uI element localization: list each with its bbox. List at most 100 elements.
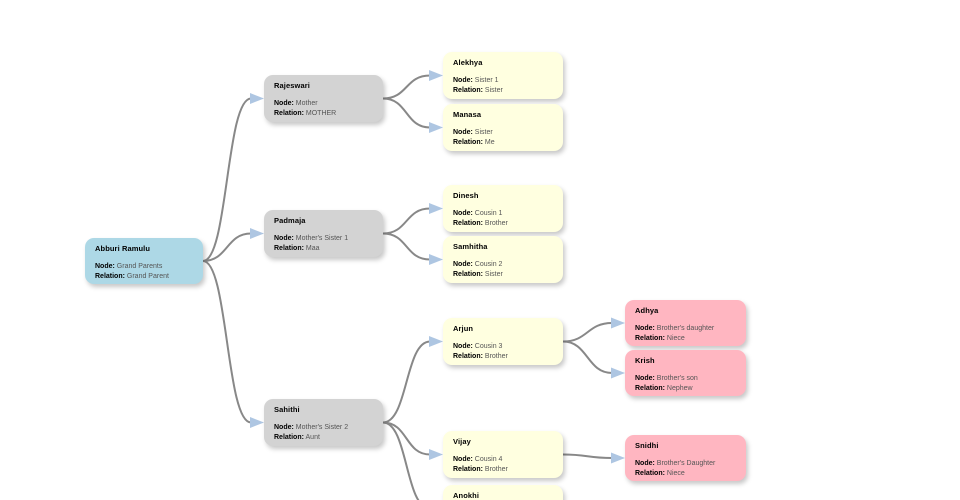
node-value: Brother's Daughter (656, 460, 716, 467)
node-node-line: Node: Sister (453, 128, 553, 138)
node-title: Abburi Ramulu (95, 244, 151, 253)
node-label: Node: (274, 424, 294, 431)
node-title: Samhitha (453, 242, 488, 251)
node-label: Node: (274, 235, 294, 242)
node-value: Brother's daughter (656, 325, 715, 332)
relation-label: Relation: (635, 469, 665, 477)
node-node-line: Node: Cousin 4 (453, 455, 553, 465)
relation-value: Niece (666, 334, 685, 342)
node-title: Sahithi (274, 405, 300, 414)
edge-sahithi-vijay (382, 421, 431, 456)
edge-padmaja-dinesh (382, 207, 431, 235)
edge-arrow-icon (429, 70, 443, 81)
edge-arjun-adhya (562, 322, 613, 343)
node-relation-line: Relation: Brother (453, 219, 553, 229)
relation-label: Relation: (453, 270, 483, 278)
relation-value: Brother (484, 465, 508, 473)
relation-label: Relation: (453, 219, 483, 227)
edge-arrow-icon (429, 449, 443, 460)
node-value: Brother's son (656, 375, 698, 382)
relation-value: Sister (484, 270, 503, 278)
node-relation-line: Relation: MOTHER (274, 109, 373, 119)
node-node-line: Node: Brother's Daughter (635, 459, 736, 469)
node-value: Cousin 2 (474, 261, 503, 268)
relation-value: MOTHER (305, 109, 337, 117)
node-value: Cousin 1 (474, 210, 503, 217)
relation-label: Relation: (635, 334, 665, 342)
relation-value: Grand Parent (126, 272, 169, 280)
relation-value: Maa (305, 244, 320, 252)
edge-arrow-icon (611, 367, 625, 379)
relation-value: Brother (484, 219, 508, 227)
edge-arjun-krish (562, 340, 613, 374)
node-title: Manasa (453, 110, 482, 119)
tree-node-anokhi[interactable]: Anokhi (443, 485, 563, 500)
edge-arrow-icon (429, 336, 443, 347)
edge-abburi-rajeswari (202, 97, 252, 262)
node-relation-line: Relation: Maa (274, 244, 373, 254)
edge-arrow-icon (429, 203, 443, 214)
node-value: Mother (295, 100, 318, 107)
node-node-line: Node: Mother's Sister 2 (274, 423, 373, 433)
relation-label: Relation: (274, 109, 304, 117)
node-node-line: Node: Cousin 1 (453, 209, 553, 219)
node-relation-line: Relation: Grand Parent (95, 272, 193, 282)
edge-rajeswari-alekhya (382, 74, 431, 100)
node-title: Vijay (453, 437, 471, 446)
node-node-line: Node: Sister 1 (453, 76, 553, 86)
node-node-line: Node: Brother's daughter (635, 324, 736, 334)
node-title: Anokhi (453, 491, 480, 500)
relation-value: Niece (666, 469, 685, 477)
node-value: Mother's Sister 2 (295, 424, 349, 431)
relation-label: Relation: (274, 433, 304, 441)
edge-abburi-sahithi (202, 260, 252, 424)
edge-arrow-icon (429, 122, 443, 133)
node-value: Sister (474, 129, 493, 136)
node-value: Mother's Sister 1 (295, 235, 349, 242)
edge-arrow-icon (429, 254, 443, 265)
node-title: Krish (635, 356, 655, 365)
node-label: Node: (453, 261, 473, 268)
node-value: Cousin 3 (474, 343, 503, 350)
relation-value: Aunt (305, 433, 320, 441)
node-title: Arjun (453, 324, 474, 333)
node-relation-line: Relation: Sister (453, 270, 553, 280)
node-title: Dinesh (453, 191, 479, 200)
relation-label: Relation: (453, 138, 483, 146)
edge-arrow-icon (611, 317, 625, 329)
node-label: Node: (95, 263, 115, 270)
node-node-line: Node: Brother's son (635, 374, 736, 384)
node-label: Node: (274, 100, 294, 107)
node-value: Sister 1 (474, 77, 499, 84)
node-relation-line: Relation: Niece (635, 334, 736, 344)
relation-label: Relation: (635, 384, 665, 392)
node-node-line: Node: Cousin 2 (453, 260, 553, 270)
node-relation-line: Relation: Me (453, 138, 553, 148)
edge-arrow-icon (611, 452, 625, 464)
edge-abburi-padmaja (202, 232, 252, 262)
node-value: Cousin 4 (474, 456, 503, 463)
edge-rajeswari-manasa (382, 97, 431, 129)
relation-label: Relation: (453, 465, 483, 473)
relation-label: Relation: (453, 86, 483, 94)
edge-padmaja-samhitha (382, 232, 431, 261)
node-relation-line: Relation: Nephew (635, 384, 736, 394)
relation-value: Nephew (666, 384, 693, 392)
node-label: Node: (453, 77, 473, 84)
edge-sahithi-arjun (382, 340, 431, 424)
edge-arrow-icon (250, 228, 264, 239)
